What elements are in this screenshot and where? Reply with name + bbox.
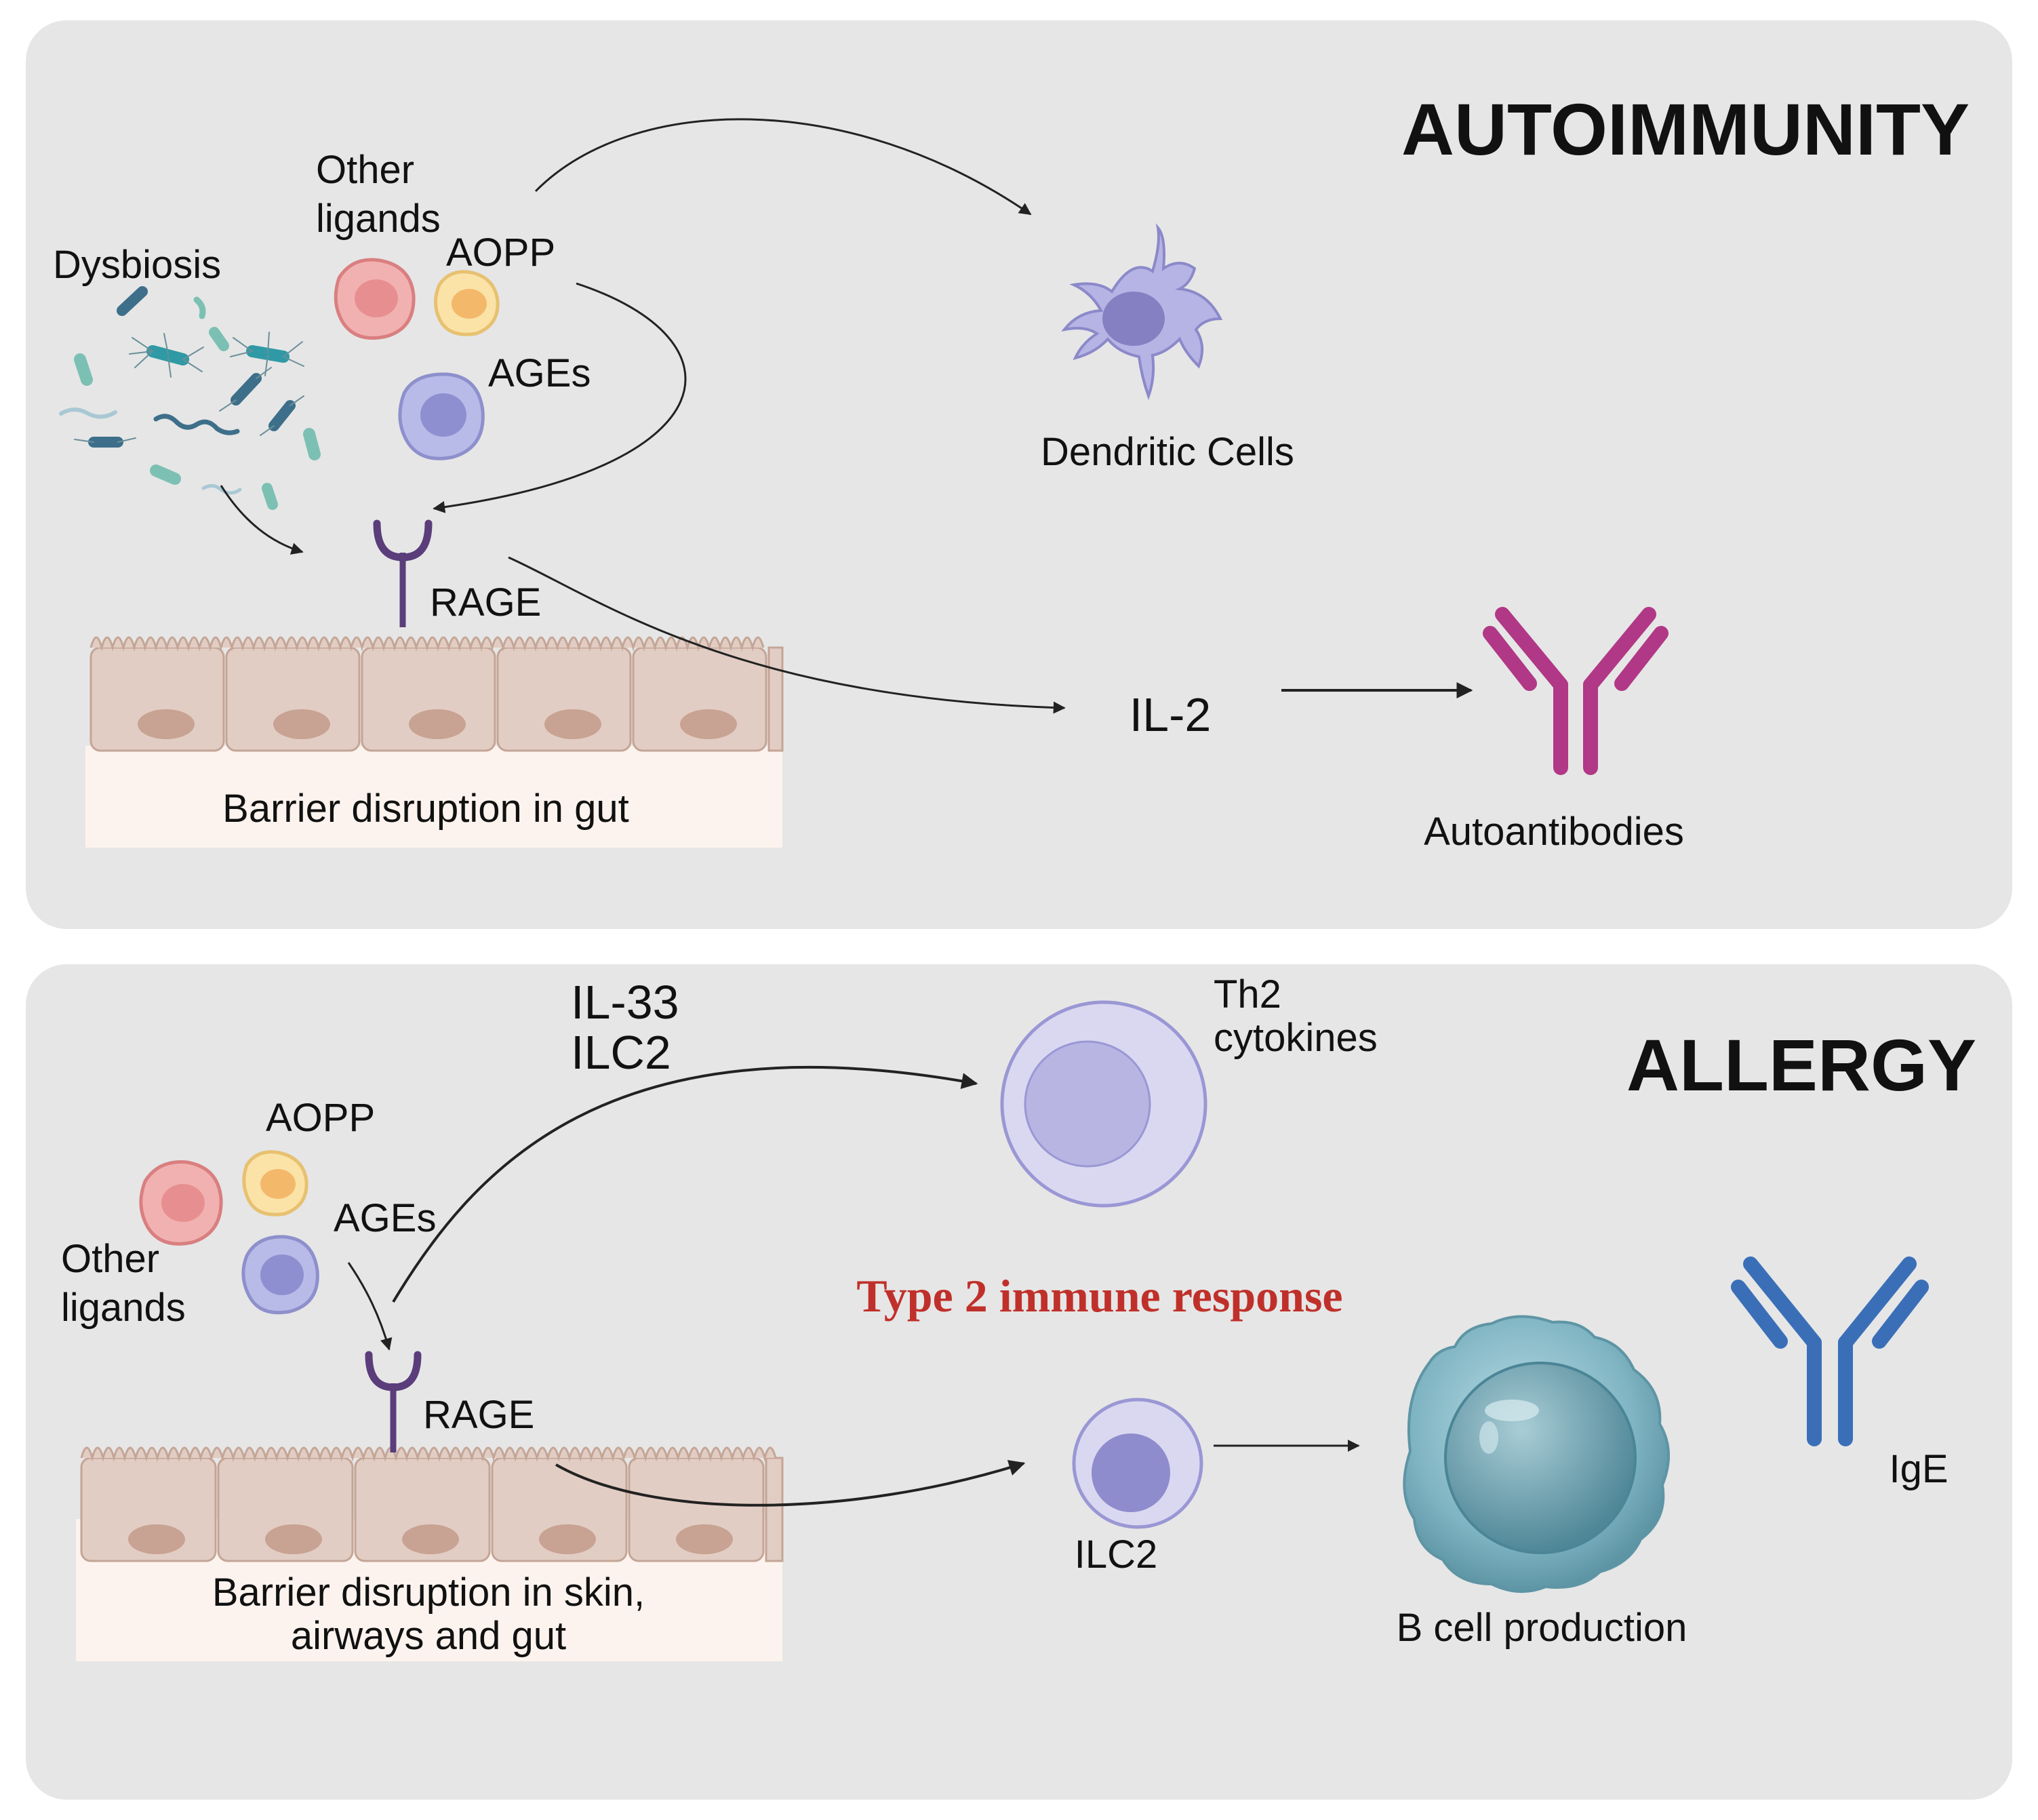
b-cell-icon xyxy=(1403,1315,1670,1594)
autoimmunity-title: AUTOIMMUNITY xyxy=(1401,88,1970,170)
autoimmunity-panel: AUTOIMMUNITY Barrier disruption in gut xyxy=(26,20,2012,929)
epithelial-cells xyxy=(89,636,784,752)
th2-label-line1: Th2 xyxy=(1214,972,1281,1016)
allergy-panel: ALLERGY Barrier disruption in skin, airw… xyxy=(26,964,2012,1800)
dendritic-cells-label: Dendritic Cells xyxy=(1041,430,1294,474)
b-cell-production-label: B cell production xyxy=(1397,1606,1687,1650)
rage-label: RAGE xyxy=(430,580,541,625)
arrow-to-dendritic xyxy=(534,118,1032,216)
ige-antibody-icon xyxy=(1731,1257,1929,1446)
arrow-to-th2 xyxy=(392,1066,978,1303)
arrow-ligands-to-rage xyxy=(433,282,687,513)
type2-immune-response-label: Type 2 immune response xyxy=(856,1270,1342,1322)
arrow-barrier-to-il2 xyxy=(508,556,1066,714)
epithelial-cells xyxy=(80,1446,784,1562)
dysbiosis-label: Dysbiosis xyxy=(53,243,221,287)
th2-cell-icon xyxy=(1000,1000,1207,1208)
arrow-ligands-to-rage xyxy=(347,1262,393,1351)
ages-cell xyxy=(241,1235,319,1315)
rage-receptor xyxy=(373,519,433,627)
rage-label: RAGE xyxy=(423,1393,534,1437)
ige-label: IgE xyxy=(1889,1447,1948,1491)
aopp-label: AOPP xyxy=(446,231,555,275)
ilc2-top-label: ILC2 xyxy=(571,1026,671,1079)
barrier-label-line2: airways and gut xyxy=(291,1614,566,1658)
arrow-bacteria-to-rage xyxy=(220,485,304,555)
other-ligands-line2: ligands xyxy=(61,1286,186,1330)
il33-label: IL-33 xyxy=(571,976,679,1029)
rage-receptor xyxy=(365,1351,422,1452)
aopp-cell xyxy=(242,1150,308,1216)
other-ligands-line1: Other xyxy=(61,1237,159,1281)
ages-cell xyxy=(398,372,485,460)
other-ligand-cell xyxy=(139,1160,223,1246)
gut-barrier: Barrier disruption in gut xyxy=(85,636,784,848)
ilc2-cell-icon xyxy=(1072,1398,1203,1529)
other-ligands-line2: ligands xyxy=(316,197,441,241)
other-ligands-line1: Other xyxy=(316,148,414,192)
ilc2-bottom-label: ILC2 xyxy=(1075,1532,1158,1577)
bacteria-cluster xyxy=(59,286,321,510)
th2-label-line2: cytokines xyxy=(1214,1016,1378,1060)
dendritic-cell-icon xyxy=(1061,223,1223,400)
barrier-gut-label: Barrier disruption in gut xyxy=(222,787,629,831)
autoantibody-icon xyxy=(1483,607,1669,775)
aopp-label: AOPP xyxy=(266,1096,375,1140)
autoantibodies-label: Autoantibodies xyxy=(1424,810,1684,854)
ages-label: AGEs xyxy=(488,351,591,395)
aopp-cell xyxy=(434,270,500,336)
il2-label: IL-2 xyxy=(1130,688,1212,741)
allergy-title: ALLERGY xyxy=(1626,1024,1976,1106)
other-ligand-cell xyxy=(334,258,416,340)
barrier-base xyxy=(85,746,782,848)
skin-airway-gut-barrier: Barrier disruption in skin, airways and … xyxy=(76,1446,784,1661)
barrier-label-line1: Barrier disruption in skin, xyxy=(212,1570,645,1615)
ages-label: AGEs xyxy=(334,1196,437,1240)
arrow-barrier-to-ilc2 xyxy=(555,1460,1026,1507)
